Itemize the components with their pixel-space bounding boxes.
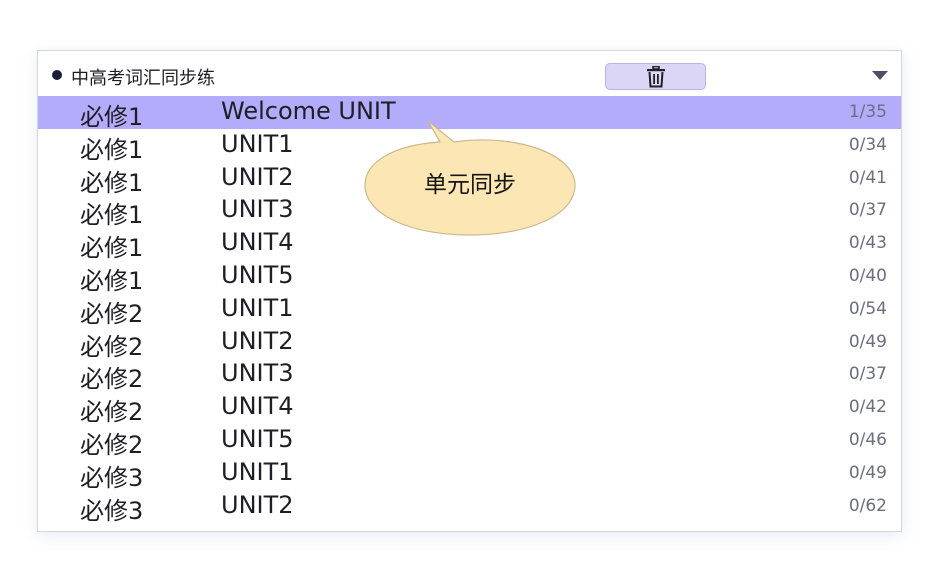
row-book-label: 必修2	[80, 398, 144, 427]
row-book-label: 必修2	[80, 332, 144, 361]
row-book-label: 必修2	[80, 430, 144, 459]
row-unit-label: Welcome UNIT	[221, 97, 396, 125]
row-book-label: 必修1	[80, 234, 144, 263]
callout-bubble: 单元同步	[364, 115, 576, 237]
panel-header: 中高考词汇同步练	[38, 51, 901, 97]
delete-button[interactable]	[605, 63, 706, 90]
row-unit-label: UNIT5	[221, 260, 294, 289]
list-item[interactable]: 必修2 UNIT5 0/46	[38, 424, 901, 459]
list-item[interactable]: 必修1 UNIT2 0/41	[38, 162, 901, 197]
row-unit-label: UNIT1	[221, 129, 294, 158]
row-progress-count: 0/43	[848, 233, 887, 254]
row-unit-label: UNIT4	[221, 392, 294, 421]
row-book-label: 必修1	[80, 201, 144, 230]
row-unit-label: UNIT2	[221, 490, 294, 519]
row-book-label: 必修3	[80, 463, 144, 492]
list-item[interactable]: 必修3 UNIT1 0/49	[38, 457, 901, 492]
list-item[interactable]: 必修3 UNIT2 0/62	[38, 490, 901, 525]
bullet-dot	[52, 70, 62, 80]
row-book-label: 必修2	[80, 299, 144, 328]
row-book-label: 必修1	[80, 168, 144, 197]
row-progress-count: 0/54	[848, 298, 887, 319]
list-item[interactable]: 必修2 UNIT2 0/49	[38, 326, 901, 361]
row-book-label: 必修1	[80, 135, 144, 164]
row-progress-count: 0/46	[848, 429, 887, 450]
list-item[interactable]: 必修2 UNIT1 0/54	[38, 293, 901, 328]
list-item[interactable]: 必修1 Welcome UNIT 1/35	[38, 96, 901, 131]
speech-bubble-shape	[364, 120, 576, 236]
row-progress-count: 0/40	[848, 265, 887, 286]
row-book-label: 必修1	[80, 266, 144, 295]
list-item[interactable]: 必修1 UNIT4 0/43	[38, 227, 901, 263]
row-unit-label: UNIT3	[221, 195, 294, 224]
row-unit-label: UNIT1	[221, 293, 294, 322]
row-unit-label: UNIT1	[221, 457, 294, 486]
row-unit-label: UNIT2	[221, 326, 294, 355]
row-progress-count: 0/37	[848, 364, 887, 385]
row-progress-count: 0/34	[848, 134, 887, 155]
row-unit-label: UNIT4	[221, 228, 294, 257]
row-progress-count: 1/35	[848, 102, 887, 122]
callout-text: 单元同步	[424, 172, 516, 198]
panel-title: 中高考词汇同步练	[71, 68, 215, 89]
row-unit-label: UNIT2	[221, 162, 294, 191]
row-unit-label: UNIT5	[221, 424, 294, 453]
trash-icon	[647, 66, 665, 88]
row-progress-count: 0/49	[848, 331, 887, 352]
row-book-label: 必修3	[80, 496, 144, 525]
row-unit-label: UNIT3	[221, 359, 294, 388]
row-book-label: 必修1	[80, 103, 144, 131]
row-progress-count: 0/62	[848, 495, 887, 516]
list-item[interactable]: 必修1 UNIT1 0/34	[38, 129, 901, 164]
list-item[interactable]: 必修2 UNIT4 0/42	[38, 391, 901, 427]
list-item[interactable]: 必修1 UNIT5 0/40	[38, 260, 901, 295]
list-item[interactable]: 必修1 UNIT3 0/37	[38, 194, 901, 230]
row-progress-count: 0/42	[848, 397, 887, 418]
row-progress-count: 0/41	[848, 167, 887, 188]
row-progress-count: 0/37	[848, 200, 887, 221]
row-book-label: 必修2	[80, 365, 144, 394]
list-item[interactable]: 必修2 UNIT3 0/37	[38, 358, 901, 394]
row-progress-count: 0/49	[848, 462, 887, 483]
caret-down-icon[interactable]	[872, 71, 888, 80]
